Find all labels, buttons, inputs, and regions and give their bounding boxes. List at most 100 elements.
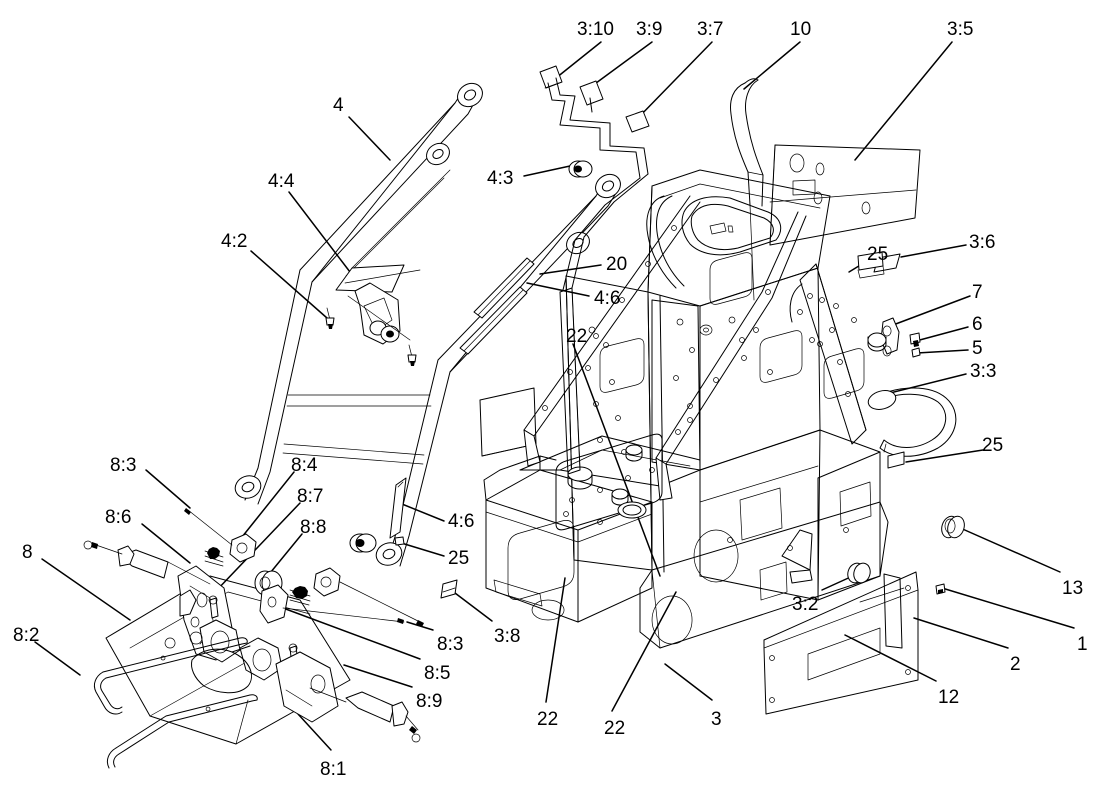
leader-line-22 <box>572 343 661 577</box>
leader-line-8-1 <box>297 713 332 751</box>
leader-line-3-7 <box>635 41 713 121</box>
callout-label-8-8: 8:8 <box>300 517 327 538</box>
leader-line-13 <box>957 526 1061 573</box>
callout-label-6: 6 <box>972 314 983 335</box>
callout-label-4-3: 4:3 <box>487 168 514 189</box>
mechanism-8-base-plate <box>105 575 351 745</box>
callout-label-1: 1 <box>1077 634 1088 655</box>
leader-line-12 <box>844 634 937 682</box>
leader-line-4-6 <box>396 501 445 522</box>
callout-label-3-5: 3:5 <box>947 19 974 40</box>
tab-25-right <box>887 451 905 469</box>
callout-label-8: 8 <box>22 542 33 563</box>
callout-label-8-5: 8:5 <box>424 663 451 684</box>
callout-label-10: 10 <box>790 19 812 40</box>
callout-label-3: 3 <box>711 709 722 730</box>
callout-label-8-3: 8:3 <box>437 634 464 655</box>
spacer-13 <box>941 515 965 539</box>
leader-line-3-10 <box>555 41 602 79</box>
callout-label-8-4: 8:4 <box>291 455 318 476</box>
callout-label-22: 22 <box>537 709 559 730</box>
part-3-6 <box>857 251 885 279</box>
leader-line-8-9 <box>343 664 413 688</box>
fastener-4-2-upper <box>325 307 335 329</box>
bushing-4-3 <box>568 160 593 178</box>
leader-line-3-8 <box>454 592 493 622</box>
rops-cross-members <box>282 394 432 465</box>
callout-label-4-2: 4:2 <box>221 231 248 252</box>
leader-line-3-3 <box>885 373 967 395</box>
leader-line-3-6 <box>900 244 967 258</box>
callout-label-3-2: 3:2 <box>792 594 819 615</box>
fastener-5 <box>911 347 921 358</box>
hinge-7 <box>867 317 900 357</box>
block-3-7 <box>625 110 650 133</box>
control-lever-10 <box>730 78 764 301</box>
brace-22-right <box>655 211 807 501</box>
callout-label-13: 13 <box>1062 578 1084 599</box>
callout-label-8-2: 8:2 <box>13 625 40 646</box>
leader-line-4 <box>348 116 391 161</box>
panel-12-front <box>763 571 919 715</box>
wire-harness-path <box>547 77 649 291</box>
leader-line-8-5 <box>282 607 421 660</box>
panel-3-2-rear <box>859 573 905 649</box>
leader-line-7 <box>892 295 971 326</box>
leader-line-4-6 <box>526 282 590 297</box>
rod-right-upper <box>339 581 424 627</box>
spring-8-7 <box>204 547 224 567</box>
callout-label-5: 5 <box>972 338 983 359</box>
engine-cover <box>483 455 653 623</box>
tab-3-8 <box>440 579 458 599</box>
callout-label-4: 4 <box>333 95 344 116</box>
fastener-6 <box>909 332 921 347</box>
leader-line-3-9 <box>591 41 653 87</box>
grip-pad-4-6-upper <box>459 286 528 355</box>
rod-8-5 <box>282 607 405 623</box>
leader-line-4-2 <box>250 250 328 319</box>
callout-label-22: 22 <box>566 326 588 347</box>
main-frame-body <box>479 169 889 649</box>
bracket-8-1 <box>275 651 339 723</box>
leader-line-5 <box>916 349 969 354</box>
callout-label-22: 22 <box>604 718 626 739</box>
rops-right-bar <box>375 173 621 567</box>
fastener-1 <box>935 583 946 595</box>
right-upright <box>789 263 867 445</box>
leader-line-4-3 <box>523 165 571 177</box>
callout-label-2: 2 <box>1010 654 1021 675</box>
callout-label-3-9: 3:9 <box>636 19 663 40</box>
fastener-8-3-lower <box>397 618 404 624</box>
tank-deck-plate <box>555 433 663 531</box>
spring-right <box>289 586 311 606</box>
callout-label-8-3: 8:3 <box>110 455 137 476</box>
leader-line-1 <box>941 587 1075 629</box>
callout-label-12: 12 <box>938 687 960 708</box>
tab-25-left <box>394 536 405 546</box>
knuckle-8-4 <box>229 533 257 563</box>
bushing-left-lower <box>349 533 377 553</box>
panel-3-5 <box>769 144 921 246</box>
leader-line-2 <box>913 617 1009 649</box>
fastener-4-2-lower <box>407 344 417 366</box>
leader-line-3 <box>664 663 713 701</box>
callout-label-8-1: 8:1 <box>320 759 347 780</box>
callout-label-8-6: 8:6 <box>105 507 132 528</box>
callout-label-4-4: 4:4 <box>268 171 295 192</box>
callout-label-4-6: 4:6 <box>594 288 621 309</box>
leader-line-8-3 <box>145 469 191 509</box>
leader-line-25 <box>905 449 984 463</box>
cylinder-left <box>83 540 211 585</box>
leader-line-8 <box>41 558 131 621</box>
brace-22-left <box>523 195 701 467</box>
callout-label-3-10: 3:10 <box>577 19 614 40</box>
rod-8-2-lower <box>106 694 258 769</box>
grip-pad-4-6-lower <box>389 477 407 539</box>
leader-line-25 <box>397 541 445 557</box>
callout-label-7: 7 <box>972 282 983 303</box>
grab-handle-3-3 <box>867 387 957 457</box>
callout-label-25: 25 <box>982 435 1004 456</box>
leader-line-22 <box>611 591 677 712</box>
